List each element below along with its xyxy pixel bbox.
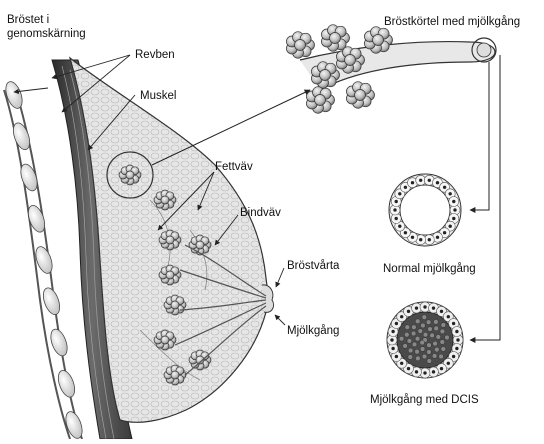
label-cross-section-line1: Bröstet i	[7, 13, 49, 27]
label-cross-section-line2: genomskärning	[7, 27, 86, 41]
gland-with-duct-illustration	[286, 25, 496, 114]
label-gland-with-duct: Bröstkörtel med mjölkgång	[384, 15, 520, 29]
dcis-duct-illustration	[387, 302, 463, 378]
label-duct-with-dcis: Mjölkgång med DCIS	[370, 393, 479, 407]
label-nipple: Bröstvårta	[287, 259, 339, 273]
label-muscle: Muskel	[140, 89, 176, 103]
label-ribs: Revben	[135, 48, 175, 62]
label-normal-duct: Normal mjölkgång	[383, 262, 476, 276]
label-fat-tissue: Fettväv	[215, 160, 253, 174]
normal-duct-illustration	[389, 174, 461, 246]
label-connective-tissue: Bindväv	[240, 206, 281, 220]
label-milk-duct: Mjölkgång	[287, 324, 339, 338]
